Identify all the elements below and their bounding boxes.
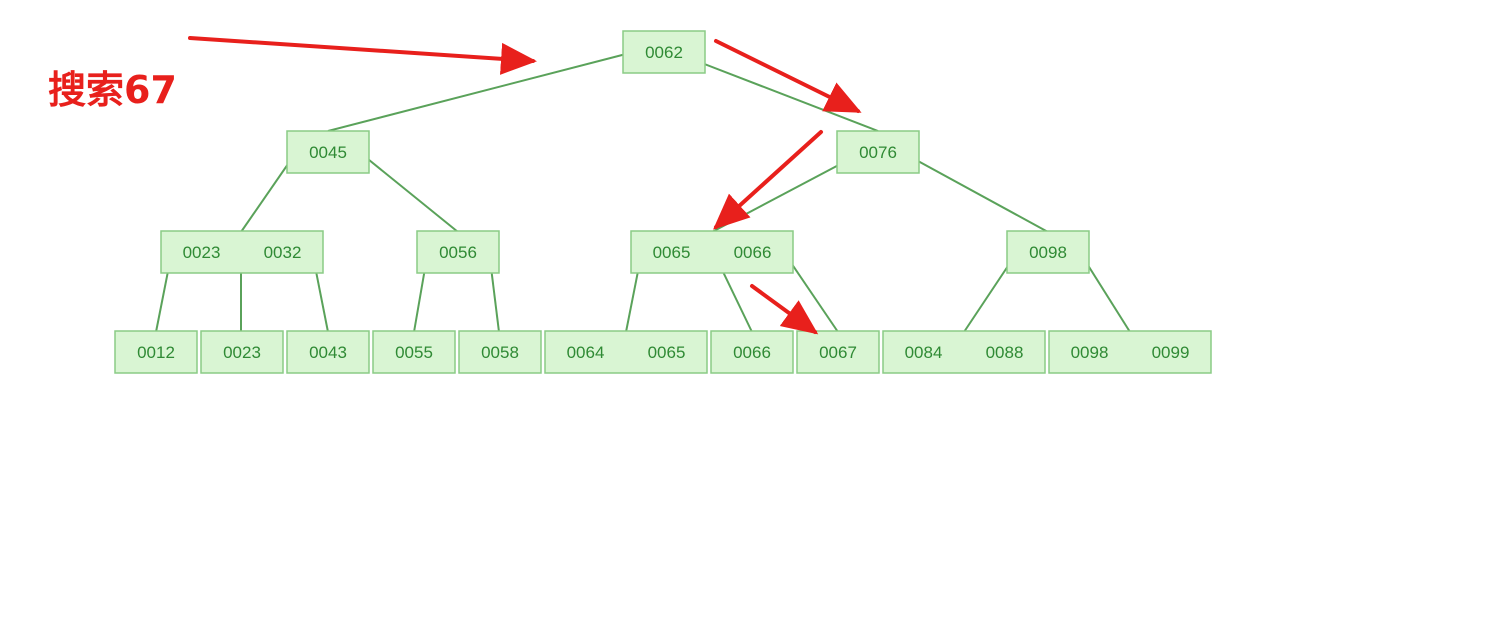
node-key: 0098 xyxy=(1029,243,1067,262)
node-key: 0066 xyxy=(733,343,771,362)
node-key: 0062 xyxy=(645,43,683,62)
tree-edge-1 xyxy=(693,59,879,132)
btree-node-leaves-2: 0043 xyxy=(286,330,370,374)
btree-node-root-0: 0062 xyxy=(622,30,706,74)
node-box xyxy=(458,330,542,374)
search-arrow-3 xyxy=(750,284,819,335)
search-annotation-label: 搜索67 xyxy=(48,68,177,112)
node-box xyxy=(286,330,370,374)
btree-node-level1-0: 0045 xyxy=(286,130,370,174)
btree-node-leaves-1: 0023 xyxy=(200,330,284,374)
node-box xyxy=(710,330,794,374)
node-key: 0088 xyxy=(986,343,1024,362)
btree-node-level2-1: 0056 xyxy=(416,230,500,274)
node-key: 0056 xyxy=(439,243,477,262)
node-key: 0076 xyxy=(859,143,897,162)
node-key: 0023 xyxy=(223,343,261,362)
node-key: 0066 xyxy=(734,243,772,262)
node-key: 0043 xyxy=(309,343,347,362)
btree-node-leaves-7: 0067 xyxy=(796,330,880,374)
btree-node-level2-0: 0023 0032 xyxy=(160,230,324,274)
btree-node-level1-1: 0076 xyxy=(836,130,920,174)
node-key: 0064 xyxy=(567,343,605,362)
node-box xyxy=(796,330,880,374)
tree-nodes: 0062 0045 0076 0023 0032 0056 0065 0066 0098 0012… xyxy=(114,30,1212,374)
node-key: 0012 xyxy=(137,343,175,362)
node-key: 0065 xyxy=(653,243,691,262)
node-box xyxy=(372,330,456,374)
tree-edge-5 xyxy=(906,154,1049,233)
btree-node-leaves-4: 0058 xyxy=(458,330,542,374)
node-key: 0023 xyxy=(183,243,221,262)
node-box xyxy=(286,130,370,174)
node-key: 0065 xyxy=(648,343,686,362)
btree-node-level2-3: 0098 xyxy=(1006,230,1090,274)
node-box xyxy=(160,230,324,274)
node-box xyxy=(544,330,708,374)
tree-edge-3 xyxy=(357,150,459,233)
node-key: 0084 xyxy=(905,343,943,362)
btree-node-leaves-0: 0012 xyxy=(114,330,198,374)
search-path-arrows xyxy=(188,36,862,335)
node-key: 0045 xyxy=(309,143,347,162)
node-box xyxy=(836,130,920,174)
search-arrow-2 xyxy=(713,130,823,230)
btree-node-leaves-3: 0055 xyxy=(372,330,456,374)
node-box xyxy=(1006,230,1090,274)
search-arrow-0 xyxy=(188,36,537,75)
node-box xyxy=(630,230,794,274)
node-key: 0055 xyxy=(395,343,433,362)
tree-edges xyxy=(155,53,1131,333)
tree-edge-0 xyxy=(327,53,627,132)
node-key: 0058 xyxy=(481,343,519,362)
node-box xyxy=(1048,330,1212,374)
node-box xyxy=(114,330,198,374)
node-key: 0098 xyxy=(1071,343,1109,362)
node-box xyxy=(622,30,706,74)
btree-node-leaves-8: 0084 0088 xyxy=(882,330,1046,374)
btree-node-leaves-5: 0064 0065 xyxy=(544,330,708,374)
node-box xyxy=(200,330,284,374)
node-key: 0099 xyxy=(1152,343,1190,362)
btree-node-leaves-6: 0066 xyxy=(710,330,794,374)
node-key: 0032 xyxy=(264,243,302,262)
node-box xyxy=(882,330,1046,374)
search-arrow-1 xyxy=(714,39,862,113)
btree-node-level2-2: 0065 0066 xyxy=(630,230,794,274)
node-key: 0067 xyxy=(819,343,857,362)
node-box xyxy=(416,230,500,274)
btree-node-leaves-9: 0098 0099 xyxy=(1048,330,1212,374)
